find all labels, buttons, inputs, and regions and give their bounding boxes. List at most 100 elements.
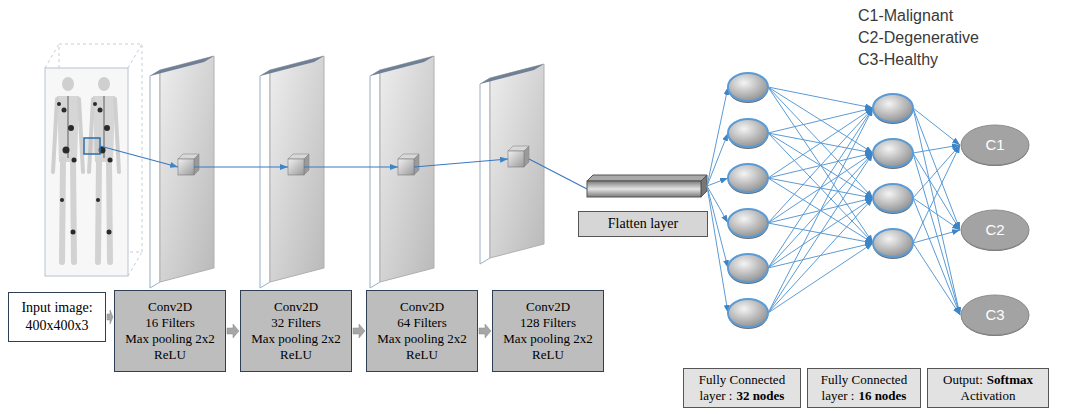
layer-caption-box: Fully Connected layer :32 nodes [683, 368, 801, 408]
node-text: Conv2D [118, 299, 222, 315]
flow-arrow [479, 324, 491, 338]
layer-caption-box: Output:SoftmaxActivation [927, 368, 1049, 408]
conv-layer-box: Conv2D64 FiltersMax pooling 2x2ReLU [366, 290, 478, 372]
dense-connection [707, 178, 728, 186]
slab-top-face [150, 56, 214, 76]
scan-arm [89, 99, 93, 172]
projection-line [100, 146, 178, 167]
output-neuron: C3 [960, 293, 1030, 337]
scan-leg [109, 160, 110, 262]
dense-connection [768, 108, 873, 268]
scan-hotspot [93, 102, 97, 106]
scan-hotspot [62, 108, 67, 113]
node-text: Max pooling 2x2 [118, 331, 222, 347]
node-text: 64 Filters [370, 315, 474, 331]
flatten-bar-top [587, 175, 707, 181]
feature-map-slab [160, 56, 214, 282]
dense-connection [913, 198, 960, 315]
node-text: ReLU [244, 347, 348, 363]
neuron [873, 184, 913, 212]
scan-hotspot [96, 198, 100, 202]
scan-hotspot [72, 158, 77, 163]
projection-line [414, 159, 508, 167]
oval-shadow [961, 126, 1029, 166]
layer-caption-box: Fully Connected layer :16 nodes [807, 368, 921, 408]
scan-hotspot [63, 147, 70, 154]
perspective-line [128, 252, 142, 276]
kernel-cube [508, 151, 524, 167]
neuron [728, 254, 768, 282]
output-neuron: C1 [960, 123, 1030, 167]
dense-connection [913, 145, 960, 153]
kernel-cube [398, 159, 414, 175]
dense-connection [768, 87, 873, 243]
node-text: C1 [985, 136, 1004, 154]
flow-arrow [107, 310, 113, 324]
node-text: Softmax [987, 372, 1033, 388]
dense-connection [913, 145, 960, 198]
scan-hotspot [108, 158, 113, 163]
neuron [728, 164, 768, 192]
node-text: C2 [985, 221, 1004, 239]
node-text: 128 Filters [496, 315, 600, 331]
node-text: Activation [934, 388, 1042, 404]
dense-connection [768, 243, 873, 313]
slab-side-face [150, 70, 160, 288]
node-text: Flatten layer [583, 215, 703, 233]
dense-connection [707, 186, 728, 313]
oval-shape [961, 295, 1029, 335]
slab-top-face [370, 56, 434, 76]
projection-line [194, 166, 288, 167]
flatten-bar [587, 181, 701, 197]
neuron [728, 119, 768, 147]
node-text: Conv2D [244, 299, 348, 315]
neuron [873, 139, 913, 167]
oval-shape [961, 125, 1029, 165]
dense-connection [913, 153, 960, 315]
flatten-bar-side [701, 175, 707, 197]
conv-layer-box: Conv2D128 FiltersMax pooling 2x2ReLU [492, 290, 604, 372]
neuron [728, 209, 768, 237]
receptive-field [84, 138, 100, 154]
scan-leg [73, 160, 74, 262]
output-neuron: C2 [960, 208, 1030, 252]
perspective-line [128, 44, 142, 68]
scan-hotspot [57, 102, 61, 106]
perspective-line [45, 44, 59, 68]
scan-leg [62, 160, 63, 262]
node-text: 32 Filters [244, 315, 348, 331]
node-text: 32 nodes [736, 388, 784, 404]
node-text: Input image: [13, 299, 101, 317]
dense-connection [913, 108, 960, 315]
slab-side-face [370, 70, 380, 288]
node-text: ReLU [370, 347, 474, 363]
node-text: 16 Filters [118, 315, 222, 331]
scan-hotspot [68, 125, 74, 131]
dense-connection [768, 87, 873, 198]
node-text: Max pooling 2x2 [244, 331, 348, 347]
flatten-box: Flatten layer [578, 211, 708, 237]
class-legend-label: C3-Healthy [858, 50, 938, 70]
dense-connection [913, 243, 960, 315]
slab-top-face [260, 56, 324, 76]
kernel-side [524, 146, 529, 167]
scan-head [98, 77, 110, 91]
dense-connection [707, 186, 728, 268]
feature-map-slab [380, 56, 434, 282]
scan-hotspot [104, 125, 110, 131]
feature-map-slab [490, 64, 544, 258]
scan-arm [115, 99, 119, 172]
oval-shadow [961, 296, 1029, 336]
conv-layer-box: Conv2D32 FiltersMax pooling 2x2ReLU [240, 290, 352, 372]
scan-torso [57, 96, 79, 162]
slab-side-face [260, 70, 270, 288]
kernel-side [414, 154, 419, 175]
node-text: C3 [985, 306, 1004, 324]
kernel-side [194, 154, 199, 175]
dense-connection [768, 108, 873, 133]
kernel-cube [178, 159, 194, 175]
node-text: Max pooling 2x2 [370, 331, 474, 347]
class-legend-label: C1-Malignant [858, 6, 953, 26]
node-text: 16 nodes [858, 388, 906, 404]
